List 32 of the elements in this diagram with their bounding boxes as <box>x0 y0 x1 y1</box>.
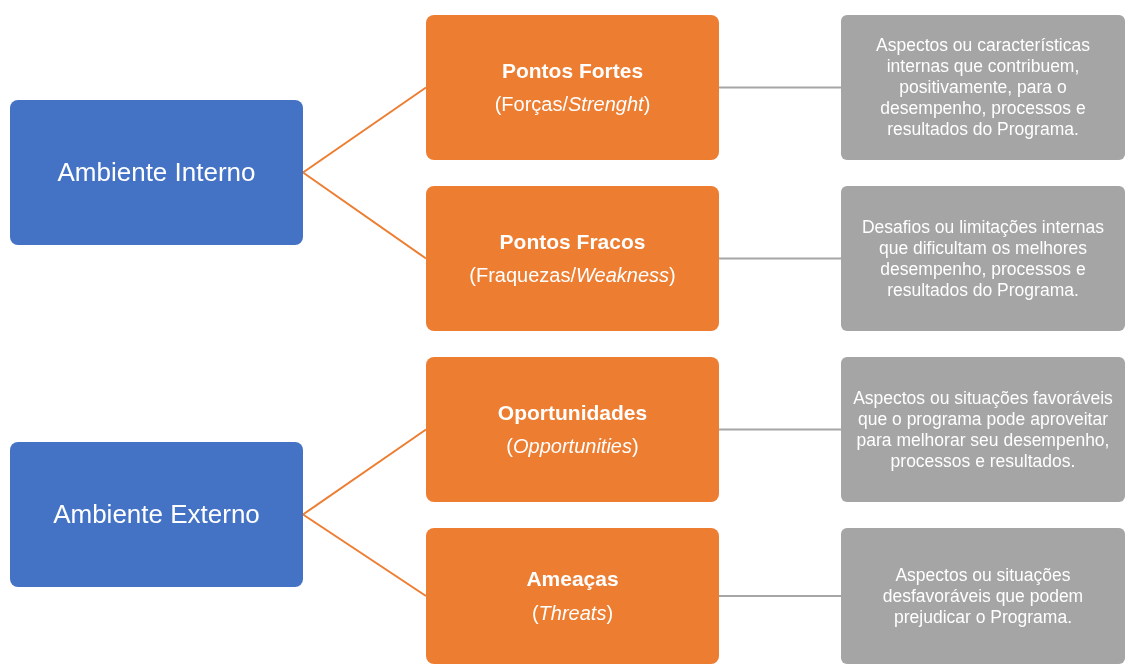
connector-line <box>302 513 427 597</box>
category-title: Ameaças <box>526 566 619 593</box>
category-box <box>426 357 719 502</box>
environment-box <box>10 100 303 245</box>
description-box <box>841 186 1125 331</box>
connector-line <box>302 428 427 516</box>
description-box <box>841 528 1125 664</box>
category-title: Oportunidades <box>497 399 648 426</box>
category-box <box>426 186 719 331</box>
connector-line <box>718 595 842 597</box>
environment-label: Ambiente Interno <box>56 156 257 189</box>
description-box <box>841 15 1125 160</box>
description-text: Aspectos ou características internas que contribuem, positivamente, para o desempenho, processos e resultados do Programa. <box>875 35 1091 140</box>
connector-line <box>718 86 842 89</box>
category-subtitle: (Forças/Strenght) <box>494 92 651 118</box>
description-text: Desafios ou limitações internas que dificultam os melhores desempenho, processos e resultados do Programa. <box>860 216 1106 301</box>
category-box <box>426 15 719 160</box>
connector-line <box>718 257 842 260</box>
category-title: Pontos Fortes <box>501 57 644 84</box>
category-box <box>426 528 719 664</box>
category-subtitle: (Opportunities) <box>506 434 639 460</box>
environment-label: Ambiente Externo <box>52 498 261 531</box>
description-text: Aspectos ou situações favoráveis que o programa pode aproveitar para melhorar seu desempenho, processos e resultados. <box>852 387 1114 472</box>
description-text: Aspectos ou situações desfavoráveis que podem prejudicar o Programa. <box>881 564 1085 628</box>
category-title: Pontos Fracos <box>499 228 646 255</box>
description-box <box>841 357 1125 502</box>
connector-line <box>302 171 427 260</box>
category-subtitle: (Threats) <box>531 600 614 626</box>
connector-line <box>718 428 842 431</box>
environment-box <box>10 442 303 587</box>
category-subtitle: (Fraquezas/Weakness) <box>469 263 676 289</box>
connector-line <box>302 86 427 174</box>
